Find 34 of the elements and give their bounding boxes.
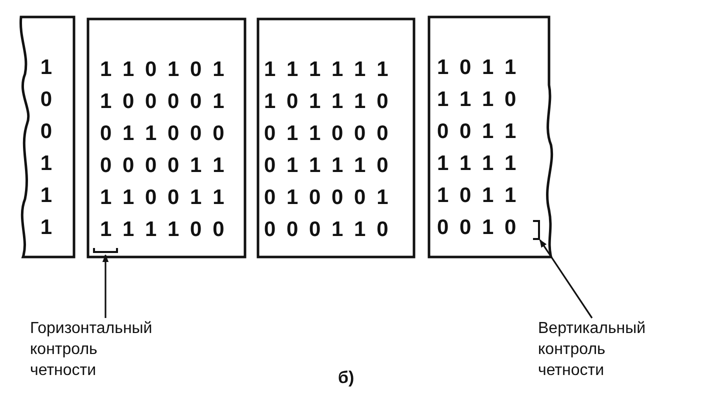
bit-row: 1 1 1 1 1 1 (264, 58, 388, 82)
tape-block (256, 17, 416, 259)
leader-arrow (102, 254, 109, 318)
tape-block (86, 17, 247, 259)
bit-row: 0 0 1 1 (437, 120, 516, 144)
bit-row: 0 (40, 88, 52, 112)
figure-caption: б) (338, 368, 354, 388)
bit-row: 0 0 0 0 1 1 (100, 154, 224, 178)
bit-row: 1 1 1 1 0 0 (100, 218, 224, 242)
bit-row: 1 0 1 1 1 0 (264, 90, 388, 114)
bit-row: 1 (40, 152, 52, 176)
tape-block (427, 15, 555, 259)
bracket (533, 220, 540, 240)
leader-arrow (539, 239, 593, 318)
bit-row: 1 1 1 1 (437, 152, 516, 176)
bit-row: 0 (40, 120, 52, 144)
bit-row: 1 (40, 216, 52, 240)
bit-row: 0 1 1 0 0 0 (100, 122, 224, 146)
bit-row: 0 0 1 0 (437, 216, 516, 240)
bit-row: 1 1 1 0 (437, 88, 516, 112)
callout-text: Горизонтальный контроль четности (30, 319, 154, 381)
bit-row: 1 (40, 184, 52, 208)
callout-text: Вертикальный контроль четности (538, 319, 647, 381)
bit-row: 0 1 0 0 0 1 (264, 186, 388, 210)
bit-row: 0 1 1 1 1 0 (264, 154, 388, 178)
bit-row: 0 0 0 1 1 0 (264, 218, 388, 242)
bit-row: 1 1 0 1 0 1 (100, 58, 224, 82)
bit-row: 0 1 1 0 0 0 (264, 122, 388, 146)
bit-row: 1 (40, 56, 52, 80)
bit-row: 1 0 1 1 (437, 56, 516, 80)
bit-row: 1 1 0 0 1 1 (100, 186, 224, 210)
bracket (93, 248, 118, 255)
bit-row: 1 0 0 0 0 1 (100, 90, 224, 114)
bit-row: 1 0 1 1 (437, 184, 516, 208)
